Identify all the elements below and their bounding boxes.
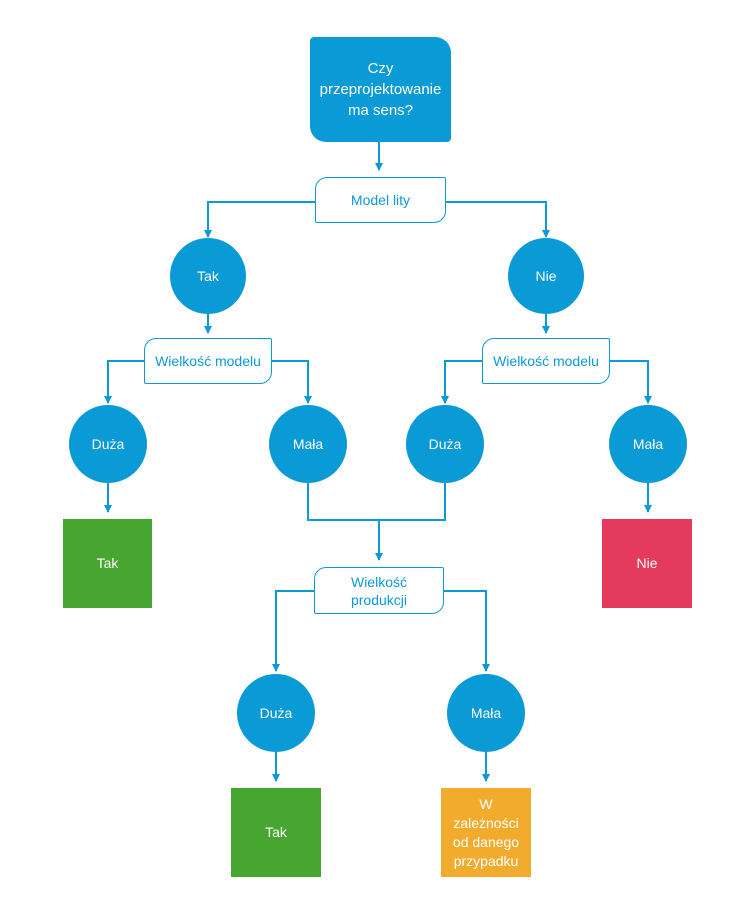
outcome-yes-bottom-text: Tak: [265, 824, 287, 840]
criterion-model-size-right: Wielkość modelu: [482, 338, 610, 384]
answer-large-right-node: Duża: [406, 405, 484, 483]
outcome-yes-bottom: Tak: [231, 788, 321, 877]
answer-no-text: Nie: [535, 268, 557, 284]
answer-small-right-node: Mała: [609, 405, 687, 483]
criterion-solid-model-text: Model lity: [350, 192, 411, 208]
connector-merge: [307, 482, 446, 521]
answer-no-node: Nie: [508, 238, 584, 314]
connector-size-left-mala: [272, 360, 312, 404]
outcome-depends-text: W zależności od danego przypadku: [452, 795, 520, 869]
connector-model-tak: [204, 201, 315, 238]
criterion-model-size-right-text: Wielkość modelu: [493, 353, 599, 369]
outcome-yes-left-text: Tak: [96, 555, 119, 571]
answer-large-production-node: Duża: [237, 674, 315, 752]
answer-large-production-text: Duża: [259, 705, 293, 721]
criterion-production-size-text: Wielkość produkcji: [350, 573, 408, 608]
outcome-no-right: Nie: [602, 519, 692, 608]
outcome-no-right-text: Nie: [636, 555, 658, 571]
answer-large-left-text: Duża: [91, 436, 125, 452]
answer-small-left-text: Mała: [292, 436, 324, 452]
outcome-yes-left: Tak: [63, 519, 152, 608]
criterion-model-size-left-text: Wielkość modelu: [155, 353, 261, 369]
connector-model-nie: [446, 201, 550, 238]
connector-size-right-duza: [441, 360, 482, 404]
criterion-production-size: Wielkość produkcji: [314, 567, 444, 614]
connector-size-right-mala: [610, 360, 652, 404]
answer-small-production-node: Mała: [447, 674, 525, 752]
answer-large-right-text: Duża: [428, 436, 462, 452]
answer-large-left-node: Duża: [69, 405, 147, 483]
connector-size-left-duza: [104, 360, 144, 404]
answer-small-production-text: Mała: [470, 705, 502, 721]
answer-small-left-node: Mała: [269, 405, 347, 483]
criterion-solid-model: Model lity: [315, 177, 446, 223]
answer-small-right-text: Mała: [632, 436, 664, 452]
question-text: Czy przeprojektowanie ma sens?: [319, 60, 442, 119]
answer-yes-text: Tak: [197, 268, 219, 284]
connector-production-duza: [272, 590, 314, 672]
outcome-depends: W zależności od danego przypadku: [441, 788, 531, 877]
criterion-model-size-left: Wielkość modelu: [144, 338, 272, 384]
connector-production-mala: [444, 590, 490, 672]
question-node: Czy przeprojektowanie ma sens?: [310, 37, 451, 142]
answer-yes-node: Tak: [170, 238, 246, 314]
